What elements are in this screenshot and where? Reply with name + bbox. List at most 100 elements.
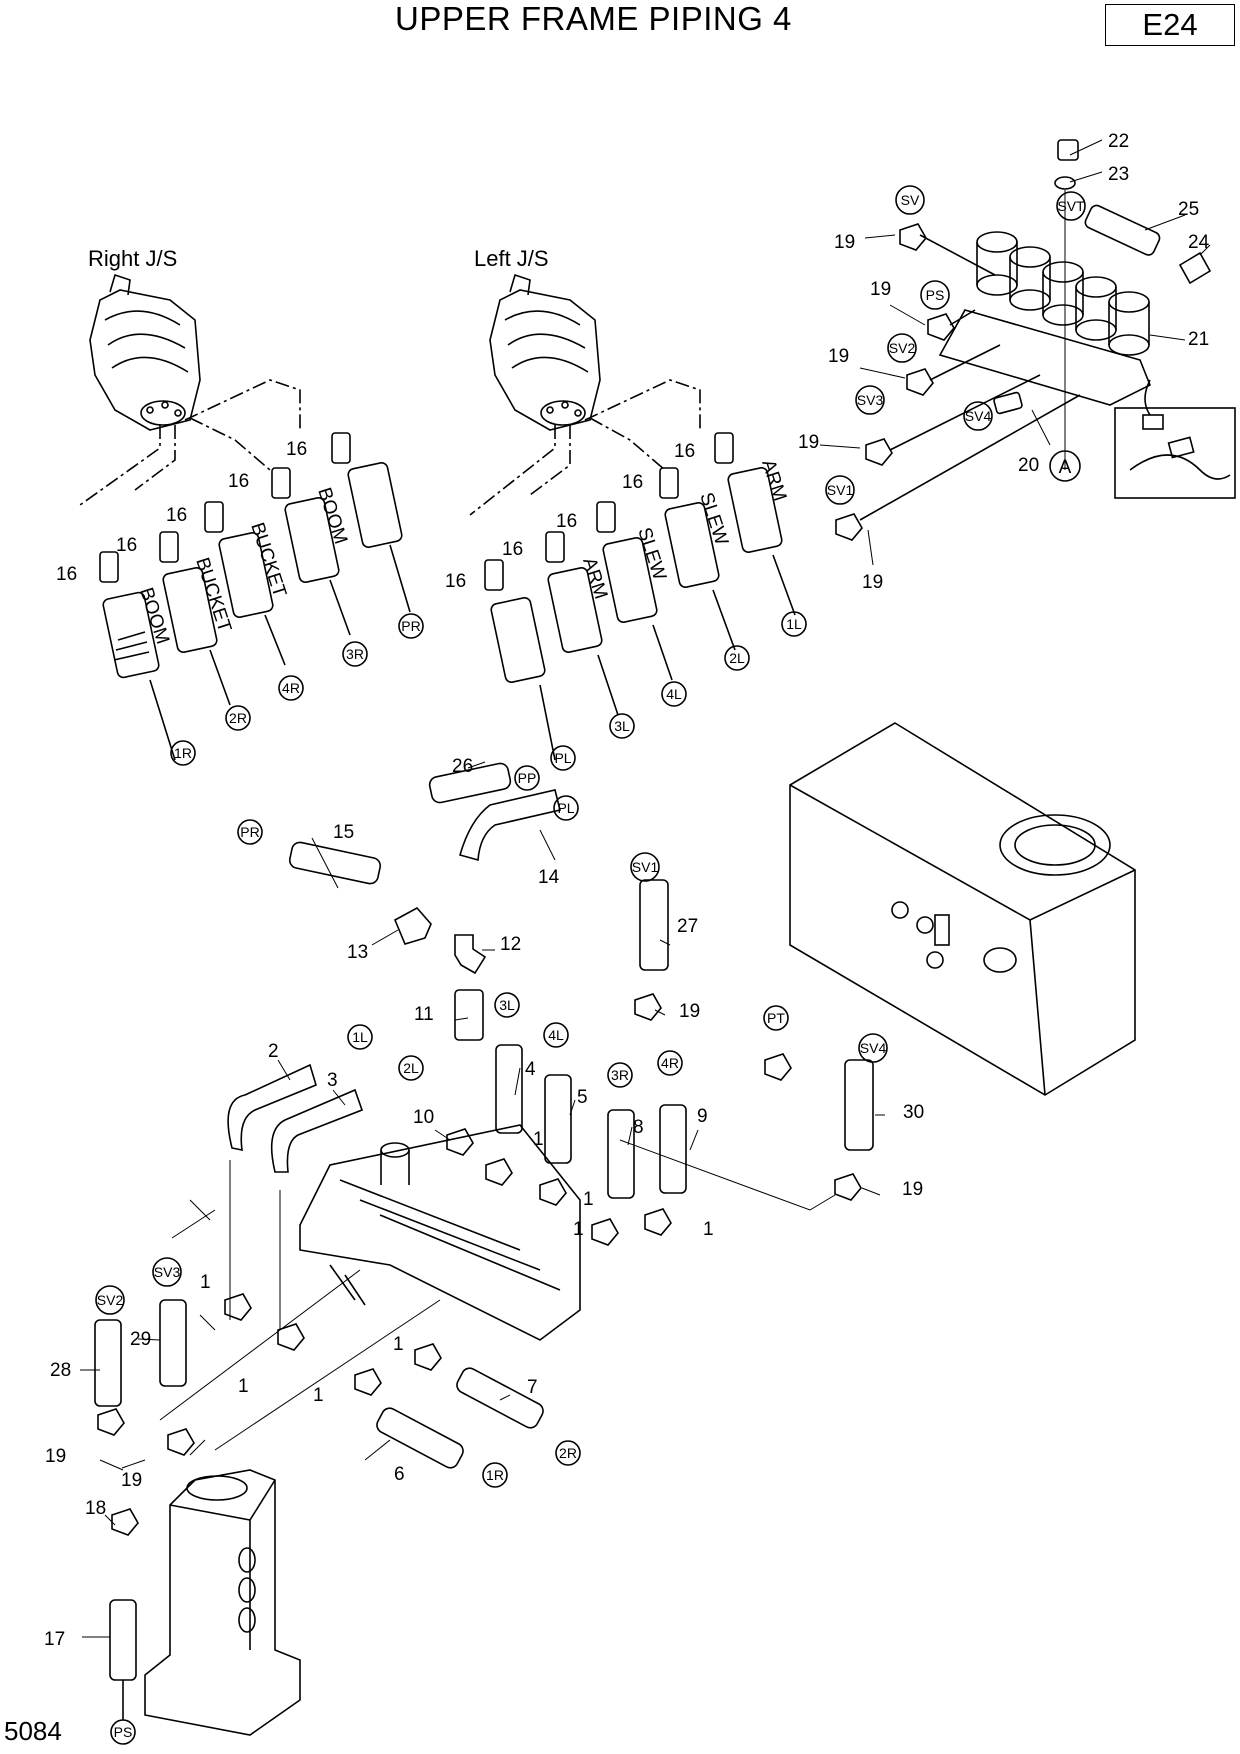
svg-text:4L: 4L (666, 686, 682, 702)
hose-2r (162, 567, 218, 653)
callout-19: 19 (902, 1179, 923, 1200)
tag-4r: 4R (278, 675, 304, 701)
callout-16: 16 (556, 511, 577, 532)
hose-pr (347, 462, 403, 548)
tag-sv2-top: SV2 (887, 333, 917, 363)
svg-text:SV4: SV4 (965, 408, 992, 424)
callout-12: 12 (500, 934, 521, 955)
svg-text:PP: PP (518, 770, 537, 786)
hose-7 (456, 1367, 544, 1429)
tag-3l-mid: 3L (494, 992, 520, 1018)
hose-17 (109, 1599, 137, 1681)
callout-1: 1 (238, 1376, 249, 1397)
svg-text:PS: PS (114, 1724, 133, 1740)
callout-19: 19 (679, 1001, 700, 1022)
tag-pr-mid: PR (237, 819, 263, 845)
svg-text:SV1: SV1 (632, 859, 659, 875)
svg-text:4R: 4R (661, 1055, 679, 1071)
svg-text:1R: 1R (486, 1467, 504, 1483)
callout-16: 16 (116, 535, 137, 556)
tag-2l-top: 2L (724, 645, 750, 671)
leader-lines (80, 139, 1211, 1638)
group-label-left-js: Left J/S (474, 246, 549, 271)
callout-5: 5 (577, 1087, 588, 1108)
callout-13: 13 (347, 942, 368, 963)
callout-19: 19 (798, 432, 819, 453)
tee-13 (393, 906, 432, 945)
svg-text:SV2: SV2 (97, 1292, 124, 1308)
callout-1: 1 (573, 1219, 584, 1240)
tag-2l-mid: 2L (398, 1055, 424, 1081)
page-number-box: E24 (1105, 4, 1235, 46)
hose-15 (288, 841, 382, 885)
svg-text:SV2: SV2 (889, 340, 916, 356)
coupling-11 (454, 989, 484, 1041)
callout-29: 29 (130, 1329, 151, 1350)
hose-label-bucket: BUCKET (246, 520, 290, 600)
left-joystick (469, 273, 701, 516)
callout-15: 15 (333, 822, 354, 843)
callout-19: 19 (862, 572, 883, 593)
svg-text:2L: 2L (729, 650, 745, 666)
svg-text:4R: 4R (282, 680, 300, 696)
hose-label-slew: SLEW (633, 525, 670, 583)
callout-16: 16 (228, 471, 249, 492)
tag-sv3-top: SV3 (855, 385, 885, 415)
washer-23 (1054, 176, 1076, 190)
svg-text:3R: 3R (611, 1067, 629, 1083)
hydraulic-tank (789, 722, 1136, 1096)
callout-1: 1 (583, 1189, 594, 1210)
adapter-16-group (99, 432, 351, 583)
callout-4: 4 (525, 1059, 536, 1080)
svg-text:SV: SV (901, 192, 920, 208)
hose-label-boom: BOOM (313, 485, 351, 547)
hose-label-arm: ARM (757, 457, 790, 504)
callout-16: 16 (502, 539, 523, 560)
hose-30 (844, 1059, 874, 1151)
connector-inset (1114, 407, 1236, 499)
callout-16: 16 (56, 564, 77, 585)
callout-18: 18 (85, 1498, 106, 1519)
tee-12 (454, 934, 487, 975)
hose-4r (218, 532, 274, 618)
callout-30: 30 (903, 1102, 924, 1123)
svg-text:A: A (1059, 457, 1072, 478)
callout-3: 3 (327, 1070, 338, 1091)
callout-2: 2 (268, 1041, 279, 1062)
callout-19: 19 (870, 279, 891, 300)
hose-3 (270, 1088, 364, 1173)
tag-sv3-bot: SV3 (152, 1257, 182, 1287)
callout-16: 16 (286, 439, 307, 460)
hose-6 (376, 1407, 464, 1469)
sv-fittings (835, 223, 1081, 541)
callout-19: 19 (828, 346, 849, 367)
callout-19: 19 (834, 232, 855, 253)
callout-11: 11 (414, 1004, 434, 1025)
plug-20 (993, 391, 1023, 415)
elbow-19-sv1 (634, 993, 662, 1021)
tag-3r: 3R (342, 641, 368, 667)
callout-1: 1 (313, 1385, 324, 1406)
svg-text:4L: 4L (548, 1027, 564, 1043)
hose-27 (639, 879, 669, 971)
svg-text:SV3: SV3 (154, 1264, 181, 1280)
adapter-10 (446, 1128, 474, 1156)
svg-text:SVT: SVT (1057, 198, 1085, 214)
svg-text:3L: 3L (499, 997, 515, 1013)
callout-19: 19 (121, 1470, 142, 1491)
fitting-pt (764, 1053, 792, 1081)
tag-1l-mid: 1L (347, 1024, 373, 1050)
right-joystick (79, 273, 301, 506)
tag-sv: SV (895, 185, 925, 215)
hose-8 (607, 1109, 635, 1199)
callout-8: 8 (633, 1117, 644, 1138)
hose-1r (102, 591, 160, 679)
svg-text:PL: PL (554, 750, 571, 766)
tag-ps-top: PS (920, 280, 950, 310)
tag-1r-bot: 1R (482, 1462, 508, 1488)
svg-text:SV3: SV3 (857, 392, 884, 408)
callout-1: 1 (200, 1272, 211, 1293)
hose-2 (227, 1063, 317, 1152)
tag-ps-bot: PS (110, 1719, 136, 1745)
